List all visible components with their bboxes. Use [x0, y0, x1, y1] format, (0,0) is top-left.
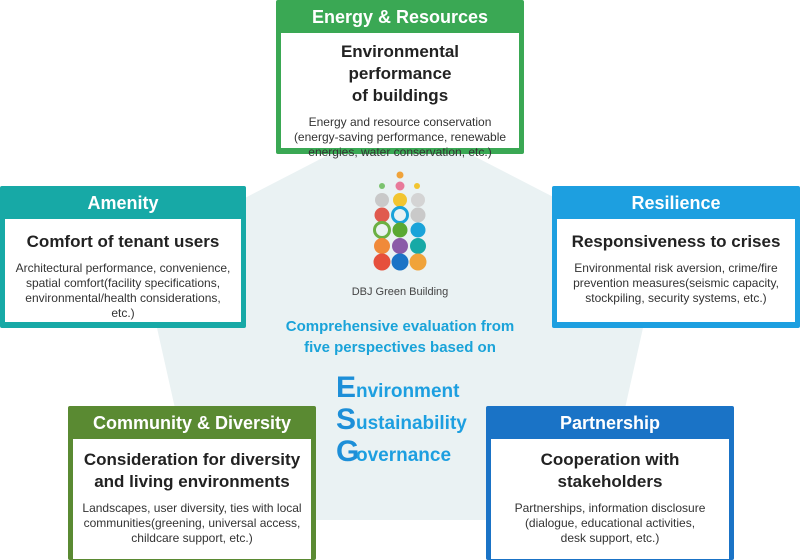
- card-header-partnership: Partnership: [559, 413, 661, 433]
- card-desc-amenity: Architectural performance, convenience, …: [15, 261, 231, 320]
- card-body-resilience: Responsiveness to crises Environmental r…: [557, 219, 795, 322]
- card-title-amenity: Comfort of tenant users: [26, 232, 220, 251]
- card-header-community: Community & Diversity: [92, 413, 292, 433]
- card-body-partnership: Cooperation with stakeholders Partnershi…: [491, 439, 729, 559]
- dbj-green-building-logo-icon: [373, 171, 427, 271]
- esg-word-sustainability: ustainability: [356, 413, 467, 434]
- esg-word-environment: nvironment: [356, 381, 460, 402]
- card-partnership: Partnership Cooperation with stakeholder…: [486, 406, 734, 560]
- card-title-partnership: Cooperation with stakeholders: [540, 450, 680, 491]
- card-title-energy: Environmental performance of buildings: [340, 42, 460, 105]
- esg-letter-e: E: [336, 371, 357, 404]
- esg-row-sustainability: Sustainability: [336, 404, 467, 436]
- logo-caption: DBJ Green Building: [351, 286, 449, 298]
- card-title-community: Consideration for diversity and living e…: [83, 450, 301, 491]
- card-body-community: Consideration for diversity and living e…: [73, 439, 311, 559]
- card-body-energy: Environmental performance of buildings E…: [281, 33, 519, 159]
- card-amenity: Amenity Comfort of tenant users Architec…: [0, 186, 246, 328]
- esg-word-governance: overnance: [356, 445, 452, 466]
- center-description: Comprehensive evaluation from five persp…: [285, 318, 515, 356]
- card-header-resilience: Resilience: [631, 193, 721, 213]
- esg-letter-g: G: [336, 435, 360, 468]
- card-header-energy: Energy & Resources: [311, 7, 489, 27]
- card-community-diversity: Community & Diversity Consideration for …: [68, 406, 316, 560]
- card-header-amenity: Amenity: [87, 193, 159, 213]
- card-resilience: Resilience Responsiveness to crises Envi…: [552, 186, 800, 328]
- card-desc-partnership: Partnerships, information disclosure (di…: [514, 501, 706, 545]
- card-energy-resources: Energy & Resources Environmental perform…: [276, 0, 524, 159]
- card-title-resilience: Responsiveness to crises: [571, 232, 781, 251]
- card-desc-community: Landscapes, user diversity, ties with lo…: [82, 501, 302, 545]
- esg-block: Environment Sustainability Governance: [336, 372, 467, 468]
- esg-row-governance: Governance: [336, 436, 467, 468]
- esg-row-environment: Environment: [336, 372, 467, 404]
- card-body-amenity: Comfort of tenant users Architectural pe…: [5, 219, 241, 322]
- esg-letter-s: S: [336, 403, 357, 436]
- card-desc-resilience: Environmental risk aversion, crime/fire …: [573, 261, 779, 305]
- card-desc-energy: Energy and resource conservation (energy…: [293, 115, 507, 159]
